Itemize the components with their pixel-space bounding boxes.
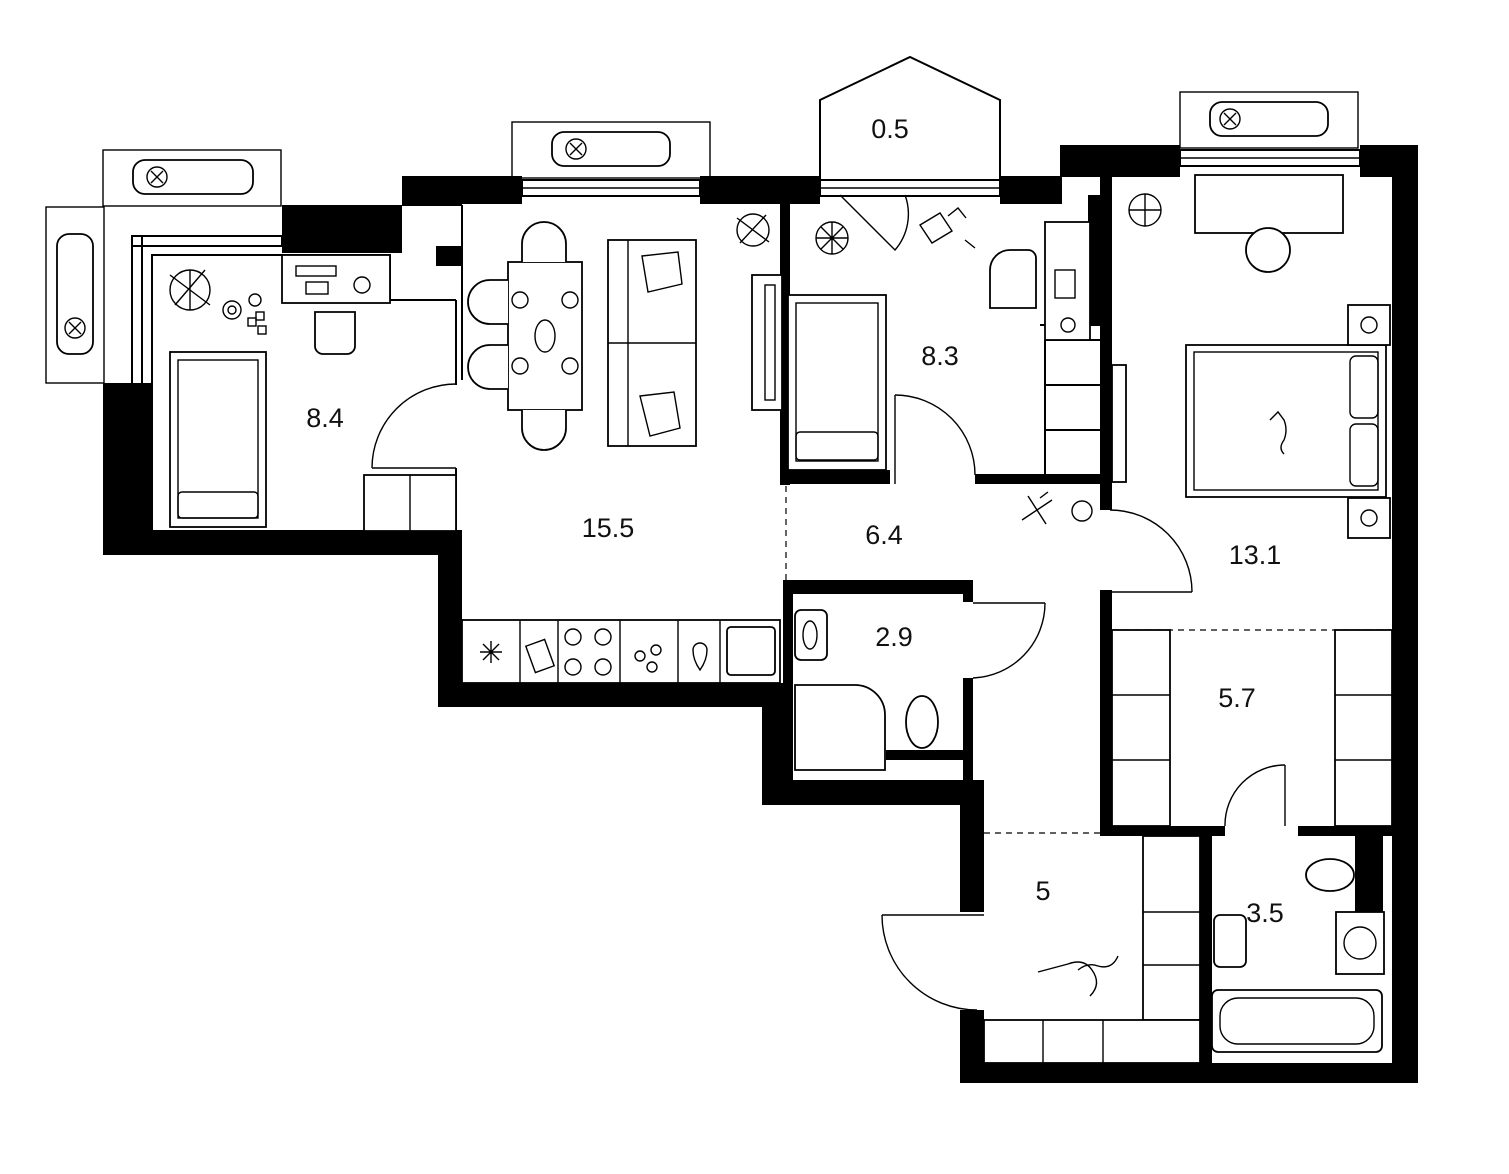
- room-area-entrance: 5: [1035, 876, 1050, 906]
- toilet-icon: [905, 695, 939, 749]
- balcony-bay: [819, 55, 1001, 181]
- bed-icon: [787, 294, 887, 471]
- study-room-furniture: [787, 207, 1091, 471]
- chair-icon: [1245, 227, 1291, 273]
- ac-unit-icon: [102, 149, 282, 207]
- ball-icon: [1071, 500, 1093, 522]
- bedroom-furniture: [1128, 174, 1391, 539]
- toy-plane-icon: [1021, 491, 1053, 525]
- ac-unit-icon: [511, 121, 711, 179]
- toilet-icon: [1305, 858, 1355, 892]
- bathroom-small-fixtures: [794, 609, 939, 771]
- plant-icon: [815, 221, 849, 255]
- chair-icon: [467, 344, 508, 390]
- desk-icon: [281, 254, 391, 304]
- room-area-bathroom: 3.5: [1246, 898, 1284, 928]
- ac-unit-icon: [45, 206, 105, 384]
- washing-machine-icon: [1335, 911, 1385, 975]
- bed-icon: [1185, 344, 1387, 498]
- dining-table-icon: [507, 261, 583, 411]
- plant-icon: [169, 269, 211, 311]
- ac-unit-icon: [1179, 91, 1359, 149]
- chair-icon: [989, 249, 1037, 309]
- walls: [103, 145, 1418, 1083]
- sofa-icon: [607, 239, 697, 447]
- chair-icon: [521, 410, 567, 451]
- cat-icon: [1037, 955, 1119, 997]
- room-area-hallway: 6.4: [865, 520, 903, 550]
- room-area-study: 8.3: [921, 341, 959, 371]
- bathtub-icon: [1211, 989, 1383, 1053]
- entrance-furniture: [983, 835, 1201, 1064]
- room-area-bedroom: 13.1: [1229, 540, 1282, 570]
- cat-icon: [1269, 410, 1287, 455]
- stove-icon: [564, 628, 612, 676]
- fridge-icon: [480, 641, 502, 663]
- room-area-kitchen-living: 15.5: [582, 513, 635, 543]
- sink-icon: [794, 609, 828, 661]
- bathroom-fixtures: [1211, 858, 1385, 1053]
- hallway-decor: [1021, 491, 1093, 525]
- plant-icon: [736, 213, 770, 247]
- chair-icon: [521, 221, 567, 262]
- children-room-furniture: [169, 254, 457, 532]
- room-labels: 8.4 15.5 0.5 8.3 6.4 2.9 13.1 5.7 5 3.5: [306, 114, 1284, 928]
- wardrobe-furniture: [1111, 629, 1393, 827]
- ac-units: [45, 91, 1359, 384]
- bed-icon: [169, 351, 267, 528]
- chair-icon: [314, 311, 356, 355]
- room-area-bathroom-small: 2.9: [875, 622, 913, 652]
- kitchen-counter: [461, 619, 781, 684]
- desk-icon: [1194, 174, 1344, 234]
- windows: [131, 149, 1361, 387]
- plant-icon: [1128, 193, 1162, 227]
- shower-icon: [794, 684, 886, 771]
- desk-icon: [1044, 221, 1091, 341]
- chair-icon: [467, 279, 508, 325]
- doors: [371, 194, 1286, 1011]
- sink-icon: [726, 626, 776, 676]
- kitchen-living-furniture: [461, 213, 783, 684]
- sink-icon: [1213, 914, 1247, 968]
- room-area-children: 8.4: [306, 403, 344, 433]
- room-area-balcony: 0.5: [871, 114, 909, 144]
- room-area-wardrobe: 5.7: [1218, 683, 1256, 713]
